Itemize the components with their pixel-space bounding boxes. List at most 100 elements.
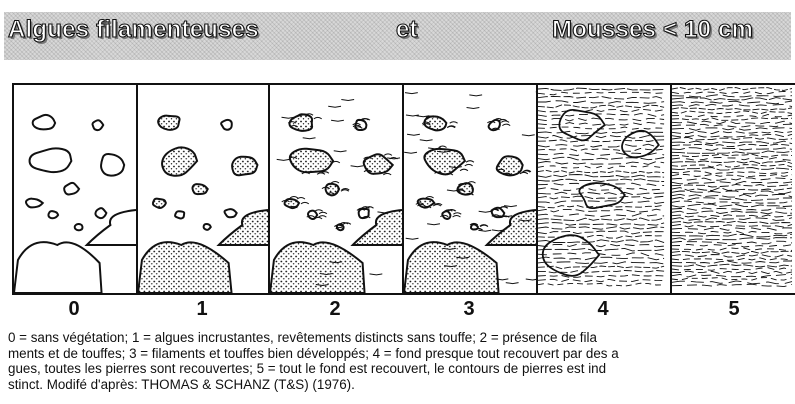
algae-filament [526,279,536,280]
moss-cover-line [672,228,792,231]
algae-filament [328,106,341,107]
stone [192,184,207,194]
rock-bottom [404,242,499,293]
title-mousses: Mousses < 10 cm [552,16,753,44]
moss-cover-line [538,240,664,243]
moss-cover-line [672,182,792,184]
moss-cover-line [672,221,792,223]
moss-cover-line [672,148,792,151]
algae-filament [469,95,482,96]
moss-cover-line [672,231,792,234]
moss-cover-line [538,262,664,264]
moss-cover-line [672,115,792,118]
rock-right [87,210,136,245]
moss-cover-line [538,157,664,160]
title-et: et [396,16,418,44]
algae-filament [467,108,480,109]
algae-filament [384,154,392,156]
moss-cover-line [538,140,664,142]
moss-cover-line [672,268,792,271]
stone [48,211,58,218]
caption: 0 = sans végétation; 1 = algues incrusta… [8,330,795,392]
moss-cover-line [538,257,664,260]
algae-filament [314,217,322,219]
moss-cover-line [538,144,664,147]
moss-cover-line [672,144,792,147]
rock-bottom [138,242,232,293]
moss-cover-line [672,128,792,131]
algae-filament [303,138,316,139]
moss-cover-line [538,162,664,165]
moss-cover-line [672,138,792,140]
moss-cover-line [672,284,792,286]
algae-filament [427,224,440,225]
stone [232,157,257,175]
algae-filament [504,206,517,207]
rock-bottom [14,242,102,293]
algae-filament [297,198,305,200]
moss-cover-line [672,254,792,257]
panel-label-2: 2 [329,298,340,321]
moss-cover-line [672,194,792,197]
algae-filament [336,227,344,229]
stone [224,209,236,217]
caption-line-1: 0 = sans végétation; 1 = algues incrusta… [8,330,795,346]
moss-cover-line [538,170,664,173]
moss-cover-line [538,122,664,125]
moss-cover-line [538,179,664,182]
algae-filament [466,161,474,163]
stone [424,149,464,174]
moss-cover-line [538,275,664,278]
algae-filament [450,122,458,124]
panel-label-0: 0 [68,298,79,321]
moss-cover-line [672,98,792,101]
moss-cover-line [672,174,792,176]
moss-cover-line [672,271,792,274]
caption-line-3: gues, toutes les pierres sont recouverte… [8,361,795,377]
algae-filament [331,120,344,121]
moss-cover-line [672,208,792,211]
moss-cover-line [538,96,664,99]
stone [26,199,43,208]
moss-cover-line [672,204,792,207]
panel-1 [138,85,270,293]
algae-filament [439,146,447,148]
moss-cover-line [672,164,792,167]
algae-filament [406,238,419,239]
moss-cover-line [538,279,664,282]
algae-filament [479,211,492,212]
algae-filament [387,158,400,159]
moss-cover-line [672,121,792,124]
rock-right [353,210,402,245]
moss-cover-line [672,241,792,244]
moss-cover-line [538,227,664,230]
panel-5-drawing [672,85,795,293]
stone [153,199,166,208]
moss-cover-line [538,231,664,234]
moss-cover-line [672,264,792,267]
panel-2-drawing [270,85,402,293]
moss-cover-line [672,281,792,284]
moss-cover-line [538,188,664,191]
moss-cover-line [538,192,664,194]
moss-cover-line [672,198,792,201]
moss-cover-line [672,278,792,281]
algae-filament [420,140,433,141]
algae-filament [317,173,325,175]
moss-cover-line [672,211,792,214]
panel-0 [14,85,138,293]
algae-filament [341,100,354,101]
moss-cover-line [672,184,792,187]
panel-label-1: 1 [196,298,207,321]
moss-cover-line [538,248,664,251]
moss-cover-line [672,251,792,254]
moss-cover-line [538,223,664,226]
moss-cover-line [538,175,664,178]
algae-filament [453,216,461,218]
moss-cover-line [538,148,664,151]
moss-cover-line [672,178,792,181]
moss-cover-line [672,88,792,91]
moss-cover-line [538,218,664,221]
stone [33,115,55,130]
algae-filament [318,216,326,218]
